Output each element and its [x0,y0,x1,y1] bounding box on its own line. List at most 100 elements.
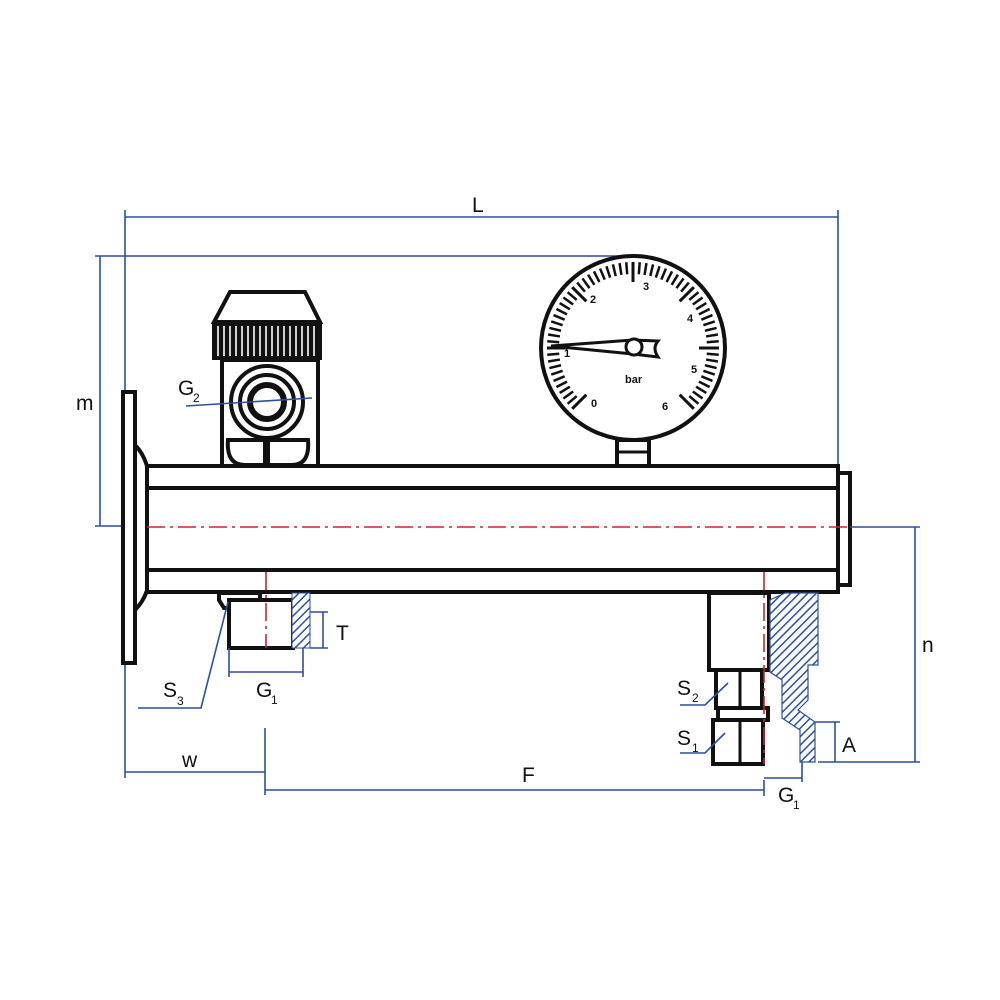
gauge-tick [625,262,629,275]
gauge-tick [586,274,596,286]
svg-text:2: 2 [692,691,699,705]
svg-text:G: G [256,679,272,702]
gauge-tick [705,333,719,338]
label-S1: S 1 [677,727,726,755]
gauge-tick [706,340,719,344]
label-S2: S 2 [677,677,729,706]
gauge-tick [654,265,661,279]
gauge-tick [704,364,717,370]
gauge-num-3: 3 [643,281,649,293]
manifold-pipe [145,464,852,594]
gauge-tick [706,352,719,356]
gauge-tick [618,262,623,276]
gauge-num-6: 6 [662,401,668,413]
gauge-tick [547,358,561,363]
svg-text:1: 1 [692,741,699,755]
gauge-tick [555,380,568,389]
gauge-tick [700,313,713,321]
gauge-tick [571,286,588,303]
dimension-m: m [76,255,632,527]
gauge-tick [549,326,562,332]
gauge-tick [571,393,588,410]
gauge-tick [553,375,566,383]
gauge-tick [566,291,578,301]
gauge-tick [576,281,586,293]
label-G2: G 2 [178,377,313,407]
gauge-tick [566,395,578,405]
gauge-tick [705,358,719,363]
gauge-tick [688,395,700,405]
gauge-unit: bar [625,374,643,386]
gauge-tick [704,326,717,332]
gauge-ticks [547,262,719,410]
gauge-tick [649,264,655,277]
gauge-tick [550,320,564,327]
gauge-tick [695,385,707,395]
gauge-tick [688,291,700,301]
dimension-T: T [310,611,349,649]
gauge-tick [692,296,704,306]
gauge-tick [598,268,606,281]
svg-text:2: 2 [193,391,200,405]
label-A: A [842,734,856,757]
gauge-tick [698,380,711,389]
left-outlet-fitting [217,572,311,650]
label-n: n [922,634,934,657]
gauge-tick [678,286,695,303]
svg-text:1: 1 [271,693,278,707]
gauge-tick [547,352,560,356]
gauge-tick [665,270,674,283]
right-outlet-fitting [707,572,819,766]
gauge-tick [581,277,591,289]
svg-text:G: G [778,784,794,807]
gauge-tick [549,364,562,370]
dimension-w: w [125,728,266,795]
gauge-num-2: 2 [590,294,596,306]
gauge-tick [702,369,716,376]
gauge-tick [702,320,716,327]
label-m: m [76,392,94,415]
label-F: F [522,764,535,787]
gauge-tick [611,264,617,277]
svg-text:G: G [178,377,194,400]
gauge-tick [555,307,568,316]
gauge-tick [678,393,695,410]
svg-text:S: S [677,727,691,750]
label-L: L [472,194,484,217]
gauge-num-1: 1 [564,348,570,360]
svg-text:S: S [163,679,177,702]
label-T: T [336,622,349,645]
air-vent-valve [210,290,324,468]
gauge-tick [547,340,560,344]
gauge-tick [553,313,566,321]
gauge-tick [605,265,612,279]
gauge-tick [698,307,711,316]
gauge-tick [643,262,648,276]
pressure-gauge: 0 1 2 3 4 5 6 bar [539,254,727,468]
gauge-tick [562,296,574,306]
gauge-num-4: 4 [687,313,694,325]
label-S3: S 3 [138,601,229,709]
gauge-tick [547,333,561,338]
gauge-tick [670,274,680,286]
dimension-F: F [265,764,765,796]
gauge-tick [559,301,571,311]
gauge-tick [592,270,601,283]
dimension-G1-right: G 1 [764,762,803,812]
gauge-tick [562,390,574,400]
gauge-tick [637,262,641,275]
gauge-num-5: 5 [691,364,697,376]
gauge-tick [675,277,685,289]
gauge-tick [559,385,571,395]
gauge-tick [680,281,690,293]
gauge-tick [700,375,713,383]
gauge-tick [695,301,707,311]
label-w: w [181,749,198,772]
svg-text:3: 3 [177,694,184,708]
gauge-tick [550,369,564,376]
gauge-tick [660,268,668,281]
gauge-num-0: 0 [591,398,597,410]
dimension-G1-left: G 1 [228,648,304,707]
svg-text:1: 1 [793,798,800,812]
